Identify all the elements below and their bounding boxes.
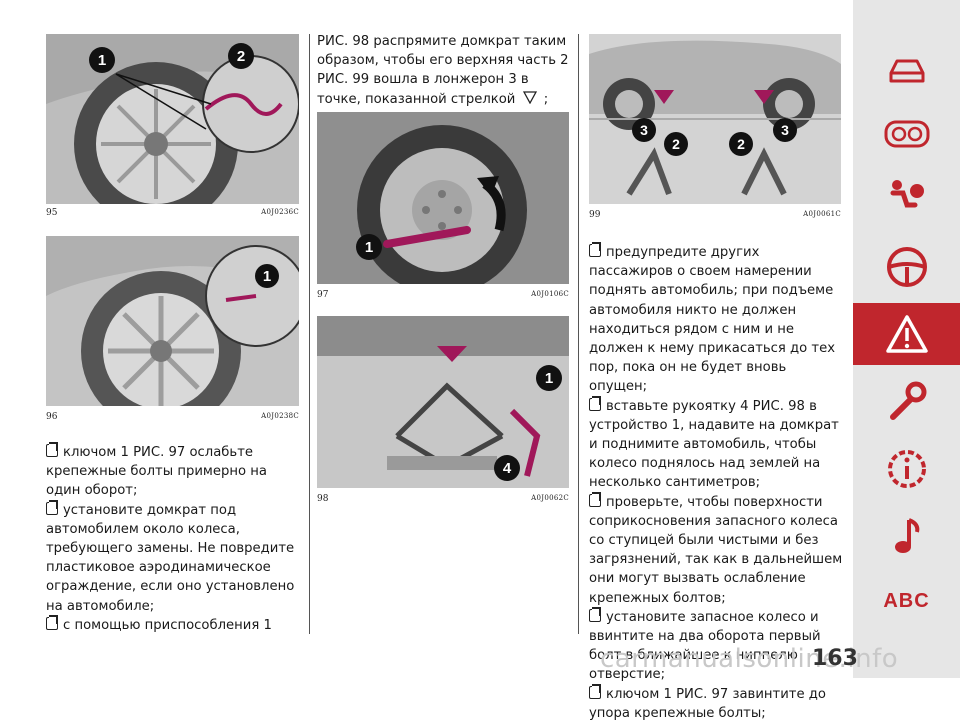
left-column-text: ключом 1 РИС. 97 ослабьте крепежные болт… [46,442,302,635]
figure-number: 99 [589,210,601,220]
figure-99-caption: 99 A0J0061C [589,210,841,220]
bullet-icon [46,442,58,457]
steering-wheel-icon[interactable] [853,236,960,298]
callout-1: 1 [263,268,271,285]
figure-number: 97 [317,290,329,300]
figure-97-caption: 97 A0J0106C [317,290,569,300]
callout-2: 2 [737,136,745,152]
figure-98-image: 1 4 [317,316,569,488]
warning-triangle-icon[interactable] [853,303,960,365]
callout-2: 2 [237,48,245,65]
figure-99-image: 3 2 2 3 [589,34,841,204]
dashboard-icon[interactable] [853,103,960,165]
callout-1: 1 [98,52,106,69]
car-icon[interactable] [853,40,960,102]
figure-code: A0J0061C [803,210,841,218]
gear-info-icon[interactable] [853,438,960,500]
callout-4: 4 [503,460,512,477]
figure-code: A0J0238C [261,412,299,420]
page-number: 163 [812,646,858,671]
arrow-marker-icon [522,90,537,104]
bullet-icon [589,242,601,257]
bullet-icon [46,499,58,515]
figure-number: 98 [317,494,329,504]
callout-3: 3 [781,122,789,138]
column-divider [309,34,310,634]
wrench-icon[interactable] [853,370,960,432]
figure-code: A0J0236C [261,208,299,216]
instruction-item: проверьте, чтобы поверхности соприкоснов… [589,491,843,606]
instruction-item: установите домкрат под автомобилем около… [46,499,295,614]
chapter-sidebar: ABC [853,0,960,678]
music-note-icon[interactable] [853,505,960,567]
figure-number: 95 [46,208,58,218]
figure-code: A0J0106C [531,290,569,298]
figure-95-image: 1 2 [46,34,299,204]
figure-96-caption: 96 A0J0238C [46,412,299,422]
watermark: carmanualsonline.info [600,644,899,674]
bullet-icon [589,683,601,699]
instruction-item: с помощью приспособления 1 [46,614,302,635]
airbag-icon[interactable] [853,166,960,228]
instruction-item: предупредите других пассажиров о своем н… [589,242,836,395]
instruction-item: вставьте рукоятку 4 РИС. 98 в устройство… [589,395,839,491]
callout-1: 1 [365,239,373,256]
instruction-item: ключом 1 РИС. 97 завинтите до упора креп… [589,683,826,721]
figure-98-caption: 98 A0J0062C [317,494,569,504]
bullet-icon [46,614,58,630]
instruction-item: ключом 1 РИС. 97 ослабьте крепежные болт… [46,442,267,499]
bullet-icon [589,606,601,622]
column-divider [578,34,579,634]
figure-97-image: 1 [317,112,569,284]
figure-96-image: 1 [46,236,299,406]
callout-3: 3 [640,122,648,138]
middle-column-text: РИС. 98 распрямите домкрат таким образом… [317,34,569,107]
bullet-icon [589,395,601,411]
callout-1: 1 [545,370,553,387]
abc-index-icon[interactable]: ABC [883,589,930,612]
callout-2: 2 [672,136,680,152]
figure-code: A0J0062C [531,494,569,502]
figure-number: 96 [46,412,58,422]
figure-95-caption: 95 A0J0236C [46,208,299,218]
bullet-icon [589,491,601,507]
